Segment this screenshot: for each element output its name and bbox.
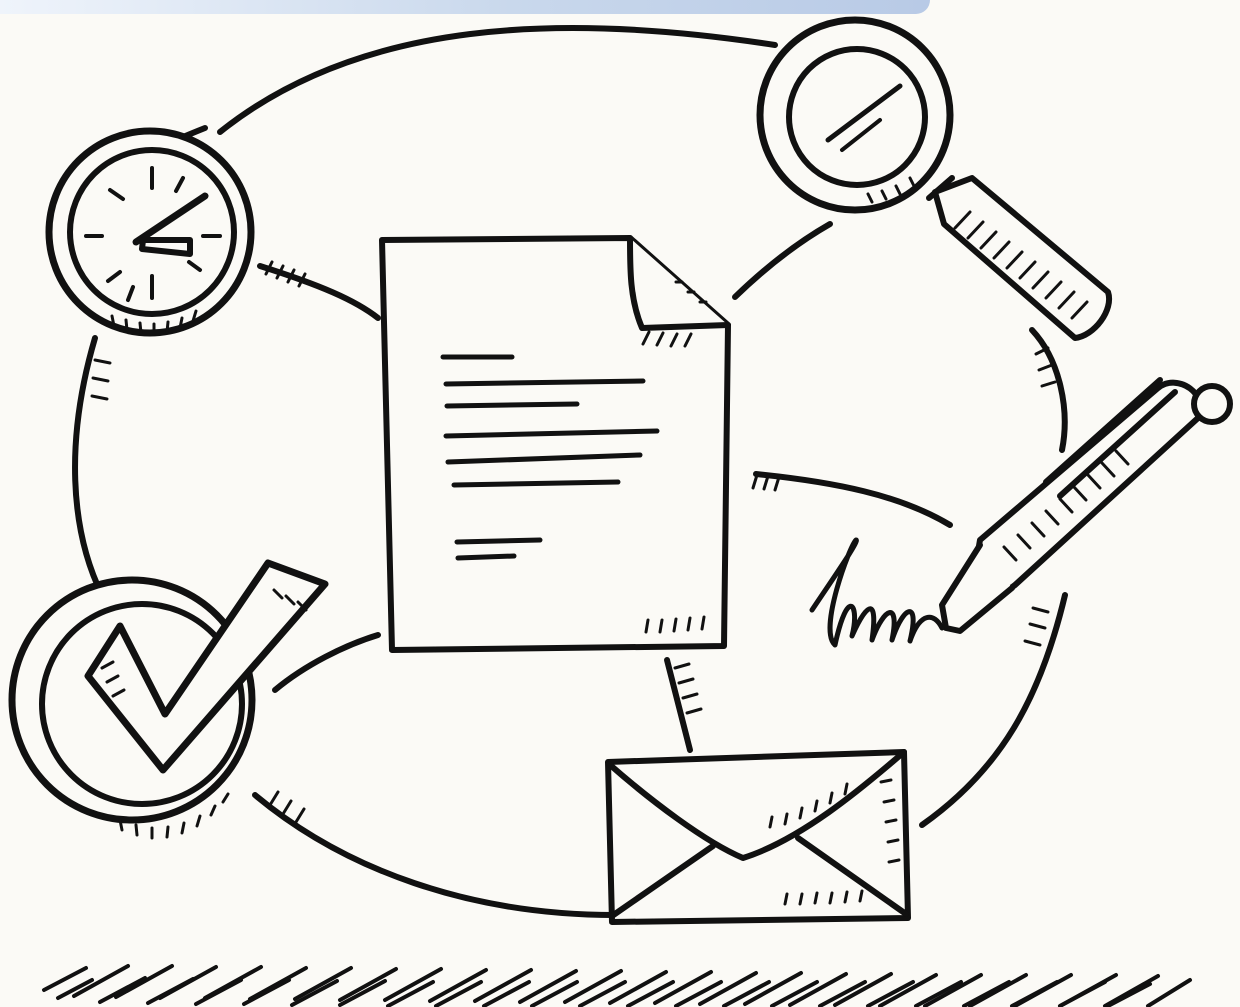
checkmark-icon xyxy=(12,563,325,838)
magnifier-icon xyxy=(760,20,1109,338)
envelope-icon xyxy=(608,752,908,922)
pen-icon xyxy=(812,380,1230,645)
clock-icon xyxy=(49,131,251,334)
document-icon xyxy=(382,238,728,650)
ground-hatching xyxy=(44,966,1190,1006)
